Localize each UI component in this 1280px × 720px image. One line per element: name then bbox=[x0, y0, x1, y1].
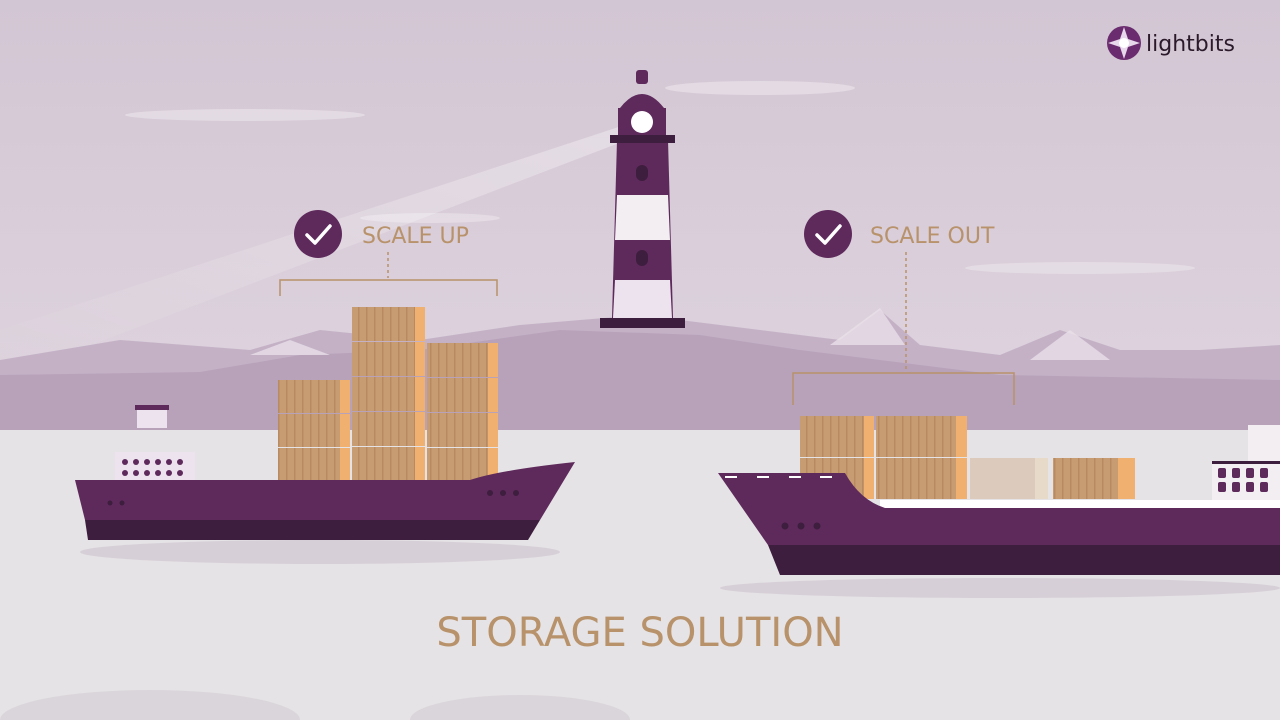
containers-stacked bbox=[278, 307, 498, 481]
snow-peaks bbox=[250, 308, 1110, 360]
scale-out-callout: SCALE OUT bbox=[792, 210, 1015, 405]
ship-scale-out bbox=[718, 416, 1280, 598]
scale-up-callout: SCALE UP bbox=[279, 210, 498, 296]
check-icon bbox=[294, 210, 342, 258]
title: STORAGE SOLUTION bbox=[436, 610, 843, 656]
scale-out-label: SCALE OUT bbox=[870, 224, 995, 249]
check-icon bbox=[804, 210, 852, 258]
scale-up-label: SCALE UP bbox=[362, 224, 469, 249]
water-shadows bbox=[0, 690, 630, 720]
logo-text: lightbits bbox=[1146, 32, 1235, 57]
lighthouse bbox=[600, 70, 685, 328]
lightbits-logo: lightbits bbox=[1107, 26, 1235, 60]
ship-scale-up bbox=[75, 307, 575, 564]
